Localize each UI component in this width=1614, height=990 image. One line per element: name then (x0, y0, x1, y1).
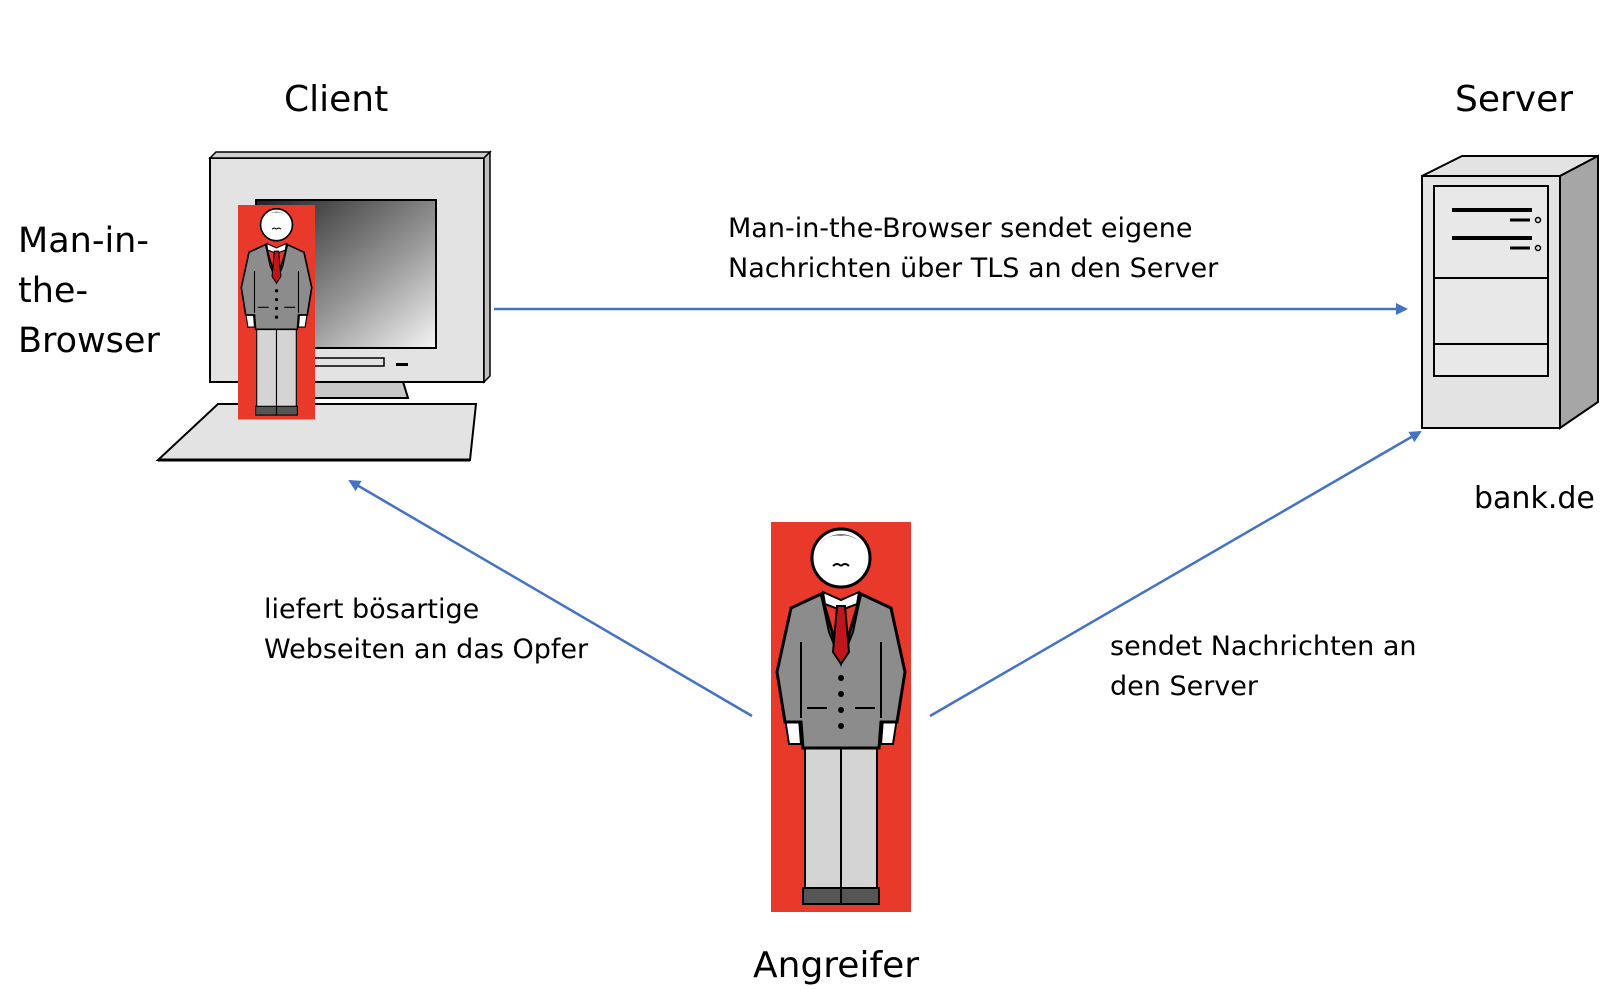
arrow-mitb-to-server-label: Man-in-the-Browser sendet eigene Nachric… (728, 213, 1219, 284)
attacker-title: Angreifer (753, 945, 920, 986)
server-host-label: bank.de (1474, 481, 1595, 516)
client-computer-icon (155, 150, 492, 462)
client-title: Client (284, 79, 389, 120)
mitb-label: Man-in- the- Browser (18, 221, 160, 361)
arrow-attacker-to-server-label: sendet Nachrichten an den Server (1110, 631, 1417, 702)
server-tower-icon (1421, 154, 1599, 430)
arrow-attacker-to-client-label: liefert bösartige Webseiten an das Opfer (264, 594, 589, 665)
server-title: Server (1455, 79, 1574, 120)
arrow-attacker-to-server (929, 430, 1422, 718)
mitb-person-icon (237, 204, 316, 421)
attacker-person-icon (769, 520, 913, 914)
arrow-attacker-to-client (348, 479, 753, 718)
